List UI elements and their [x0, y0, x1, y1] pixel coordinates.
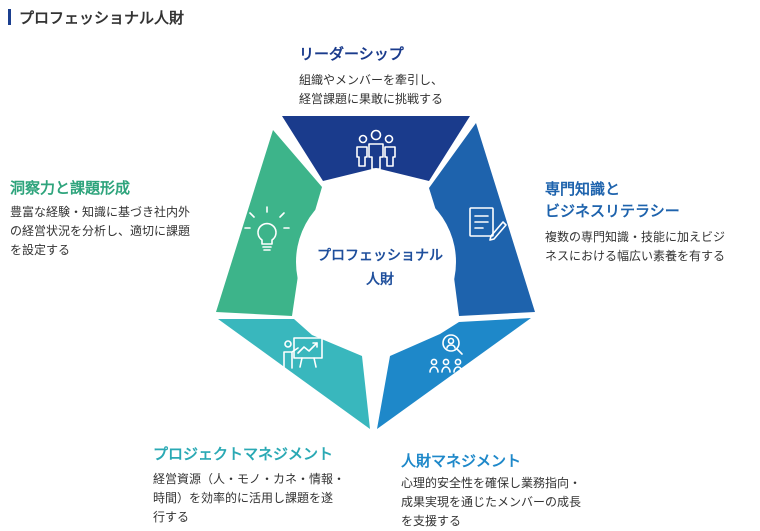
page-title: プロフェッショナル人財 [19, 8, 185, 27]
project-management-title: プロジェクトマネジメント [153, 445, 334, 463]
team-group-icon [356, 129, 396, 170]
leadership-description: 組織やメンバーを牽引し、 経営課題に果敢に挑戦する [299, 73, 444, 106]
insight-title: 洞察力と課題形成 [10, 179, 131, 197]
header-accent-bar [8, 9, 11, 25]
project-management-description: 経営資源（人・モノ・カネ・情報・ 時間）を効率的に活用し課題を遂 行する [153, 472, 346, 524]
expertise-description: 複数の専門知識・技能に加えビジ ネスにおける幅広い素養を有する [545, 230, 726, 263]
center-label: プロフェッショナル 人財 [317, 248, 443, 288]
document-pen-icon [469, 207, 507, 241]
presentation-chart-icon [283, 337, 323, 369]
hr-management-title: 人財マネジメント [401, 452, 522, 470]
page-header: プロフェッショナル人財 [8, 6, 184, 28]
insight-description: 豊富な経験・知識に基づき社内外 の経営状況を分析し、適切に課題 を設定する [10, 205, 191, 257]
expertise-title: 専門知識と ビジネスリテラシー [545, 180, 680, 220]
lightbulb-icon [244, 206, 290, 251]
segment-leadership [282, 116, 470, 181]
leadership-title: リーダーシップ [299, 45, 404, 63]
segment-project-management [218, 319, 370, 429]
center-circle [296, 182, 456, 342]
search-people-icon [429, 334, 463, 373]
hr-management-description: 心理的安全性を確保し業務指向・ 成果実現を通じたメンバーの成長 を支援する [401, 476, 582, 528]
segment-hr-management [377, 318, 531, 429]
